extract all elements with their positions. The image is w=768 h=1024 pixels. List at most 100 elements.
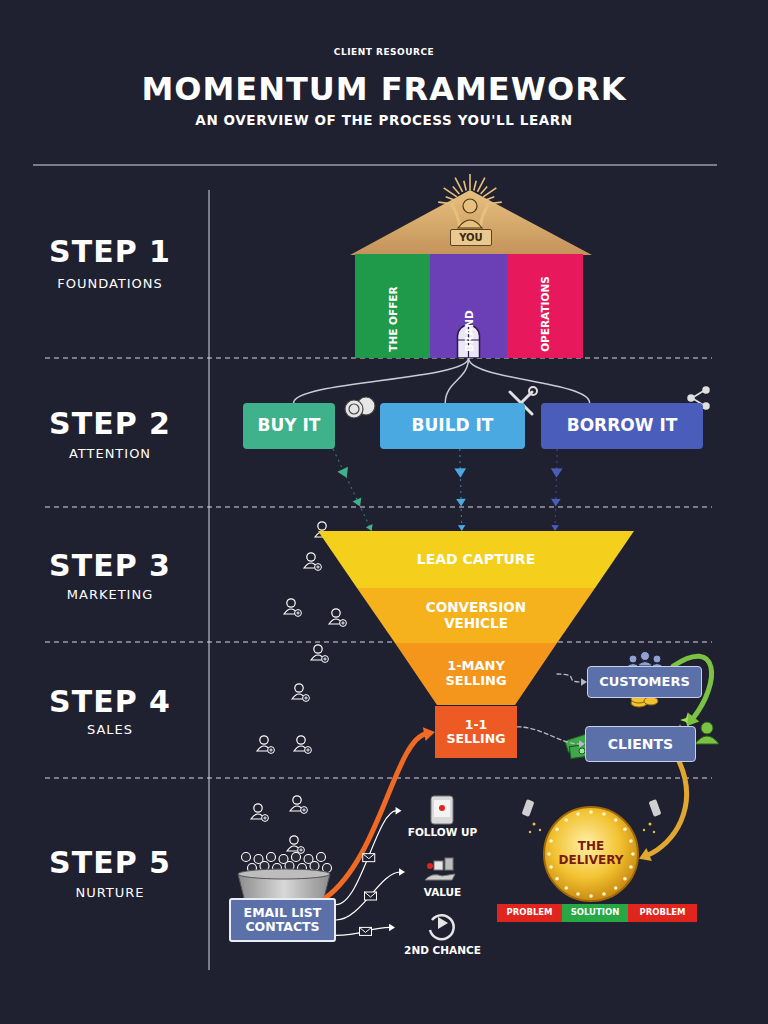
bulb	[629, 865, 633, 869]
person-icons	[294, 736, 311, 754]
sun-rays	[469, 174, 471, 190]
person-icons	[262, 815, 269, 822]
person-figure	[463, 199, 477, 213]
node-text: VALUE	[424, 886, 462, 898]
step-number: STEP 5	[49, 845, 171, 880]
share-icon	[703, 403, 709, 409]
arrowhead	[337, 467, 348, 478]
divider-lines	[45, 778, 712, 779]
sun-rays	[453, 187, 460, 194]
person-icons	[340, 620, 347, 627]
person-icons	[293, 796, 301, 804]
funnel-band: CONVERSION VEHICLE	[357, 588, 595, 643]
connector-line	[517, 727, 580, 744]
sun-rays	[464, 181, 466, 191]
spotlights	[649, 799, 662, 817]
person-figure	[452, 199, 488, 228]
sun-rays	[438, 202, 454, 204]
pillar: OPERATIONS	[507, 254, 583, 358]
person-icons	[284, 599, 301, 617]
value-icon	[434, 861, 443, 870]
delivery-disc	[544, 807, 638, 901]
person-icons	[263, 816, 266, 819]
person-icons	[298, 847, 305, 854]
list-box: EMAIL LIST CONTACTS	[229, 898, 336, 942]
replay-icon	[438, 917, 448, 929]
person-icons	[316, 565, 319, 568]
person-icons	[302, 808, 305, 811]
person-icons	[322, 656, 329, 663]
bulb	[623, 828, 627, 832]
connector	[454, 449, 466, 531]
divider-lines	[45, 507, 712, 508]
envelope-icon	[365, 892, 377, 900]
connector-line	[336, 927, 390, 935]
replay-icon	[430, 915, 454, 939]
bulb	[614, 886, 618, 890]
person-icons	[297, 736, 305, 744]
node-text: CUSTOMERS	[599, 675, 690, 690]
arrowhead	[551, 499, 561, 507]
share-icon	[703, 387, 709, 393]
person-icons	[268, 747, 275, 754]
pillar: THE OFFER	[355, 254, 430, 358]
bulb	[565, 818, 569, 822]
connector-line	[333, 449, 372, 531]
phone-icon	[434, 800, 450, 817]
result-box: CLIENTS	[585, 726, 696, 762]
person-icons	[295, 684, 303, 692]
arrowhead	[396, 807, 402, 815]
bulb	[565, 886, 569, 890]
person-icons	[287, 599, 295, 607]
bucket	[317, 853, 326, 862]
divider-lines	[45, 642, 712, 643]
connector	[294, 358, 469, 403]
arrowhead	[551, 468, 563, 477]
node-text: THE OFFER	[386, 287, 398, 352]
step-name: FOUNDATIONS	[57, 276, 163, 291]
spotlights	[522, 799, 535, 817]
value-icon	[425, 858, 455, 880]
connector-line	[325, 734, 426, 898]
nurture-item: 2ND CHANCE	[395, 912, 490, 956]
spotlights	[529, 831, 531, 833]
person-icons	[305, 747, 312, 754]
pillar: BRAND	[430, 254, 507, 358]
step-number: STEP 1	[49, 234, 171, 269]
client-person-icon	[695, 736, 719, 744]
person-icons	[299, 848, 302, 851]
node-text: PROBLEM	[506, 908, 552, 918]
bucket	[242, 853, 251, 862]
person-icons	[314, 645, 322, 653]
person-icons	[287, 836, 304, 854]
arrowhead	[456, 499, 466, 507]
channel-button: BUILD IT	[380, 403, 525, 449]
nurture-item: FOLLOW UP	[402, 796, 484, 838]
title: MOMENTUM FRAMEWORK	[141, 70, 626, 108]
arrowhead	[454, 468, 466, 477]
person-icons	[311, 645, 328, 663]
connector-line	[555, 449, 557, 531]
stage-segment: PROBLEM	[497, 904, 562, 922]
sun-rays	[485, 197, 494, 201]
roof	[350, 190, 592, 255]
connector-line	[557, 674, 582, 682]
coin-icon	[349, 404, 359, 414]
node-text: CLIENTS	[608, 736, 673, 752]
bulb	[576, 812, 580, 816]
bulb	[602, 812, 606, 816]
band-fill	[318, 531, 634, 588]
bucket	[310, 862, 319, 871]
spotlights	[649, 823, 652, 826]
node-text: SOLUTION	[571, 908, 620, 918]
connector-line	[336, 872, 400, 920]
bulb	[589, 894, 593, 898]
connector-line	[647, 762, 686, 855]
person-icons	[303, 695, 310, 702]
bulb	[549, 839, 553, 843]
connector-line	[469, 358, 590, 403]
customers-icon	[626, 652, 664, 668]
person-icons	[296, 611, 299, 614]
bulb	[576, 892, 580, 896]
